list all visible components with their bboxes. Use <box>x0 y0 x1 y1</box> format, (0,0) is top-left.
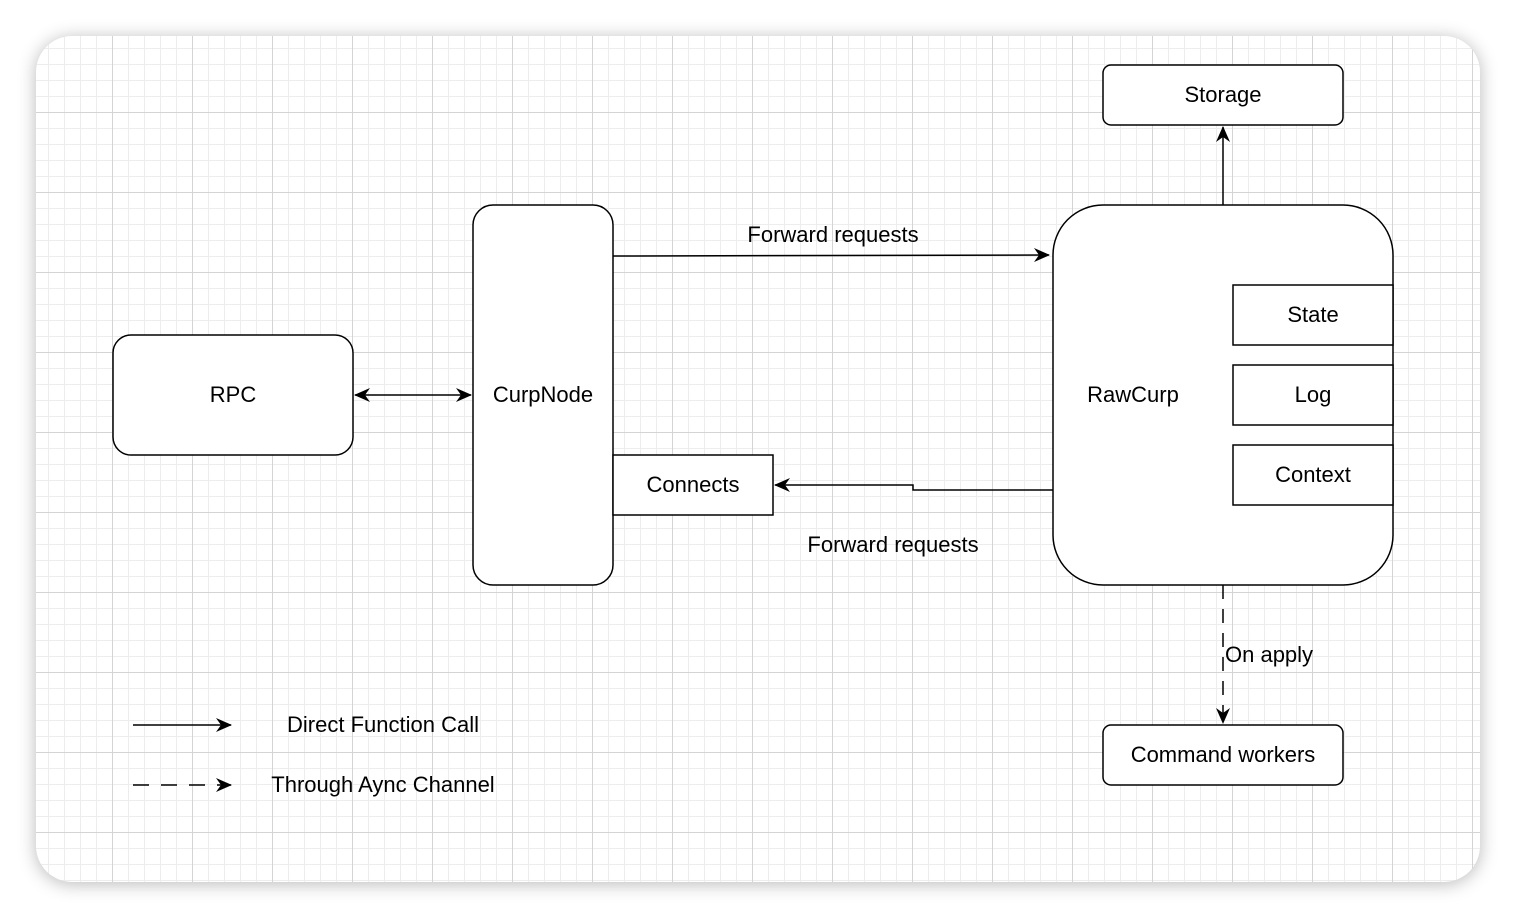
command-workers-box <box>1102 724 1344 786</box>
context-box <box>1232 444 1394 506</box>
legend-direct-call-label: Direct Function Call <box>287 712 479 737</box>
context-label: Context <box>1275 462 1351 487</box>
legend-async-channel-label: Through Aync Channel <box>271 772 494 797</box>
state-box <box>1232 284 1394 346</box>
on-apply-label: On apply <box>1225 642 1313 667</box>
command-workers-label: Command workers <box>1131 742 1316 767</box>
connects-node: Connects <box>612 454 774 516</box>
log-node: Log <box>1232 364 1394 426</box>
forward-requests-top-label: Forward requests <box>747 222 918 247</box>
curpnode-rawcurp-edge <box>612 248 1050 263</box>
curpnode-box <box>472 204 614 586</box>
curpnode-node: CurpNode <box>472 204 614 586</box>
log-box <box>1232 364 1394 426</box>
forward-requests-bottom-label: Forward requests <box>807 532 978 557</box>
storage-box <box>1102 64 1344 126</box>
rpc-label: RPC <box>210 382 257 407</box>
connects-box <box>612 454 774 516</box>
rpc-box <box>112 334 354 456</box>
command-workers-node: Command workers <box>1102 724 1344 786</box>
storage-label: Storage <box>1184 82 1261 107</box>
state-node: State <box>1232 284 1394 346</box>
rawcurp-label: RawCurp <box>1087 382 1179 407</box>
connects-label: Connects <box>647 472 740 497</box>
curpnode-label: CurpNode <box>493 382 593 407</box>
storage-node: Storage <box>1102 64 1344 126</box>
context-node: Context <box>1232 444 1394 506</box>
state-label: State <box>1287 302 1338 327</box>
legend: Direct Function Call Through Aync Channe… <box>133 712 495 797</box>
rawcurp-connects-edge <box>774 478 1053 492</box>
log-label: Log <box>1295 382 1332 407</box>
rpc-node: RPC <box>112 334 354 456</box>
